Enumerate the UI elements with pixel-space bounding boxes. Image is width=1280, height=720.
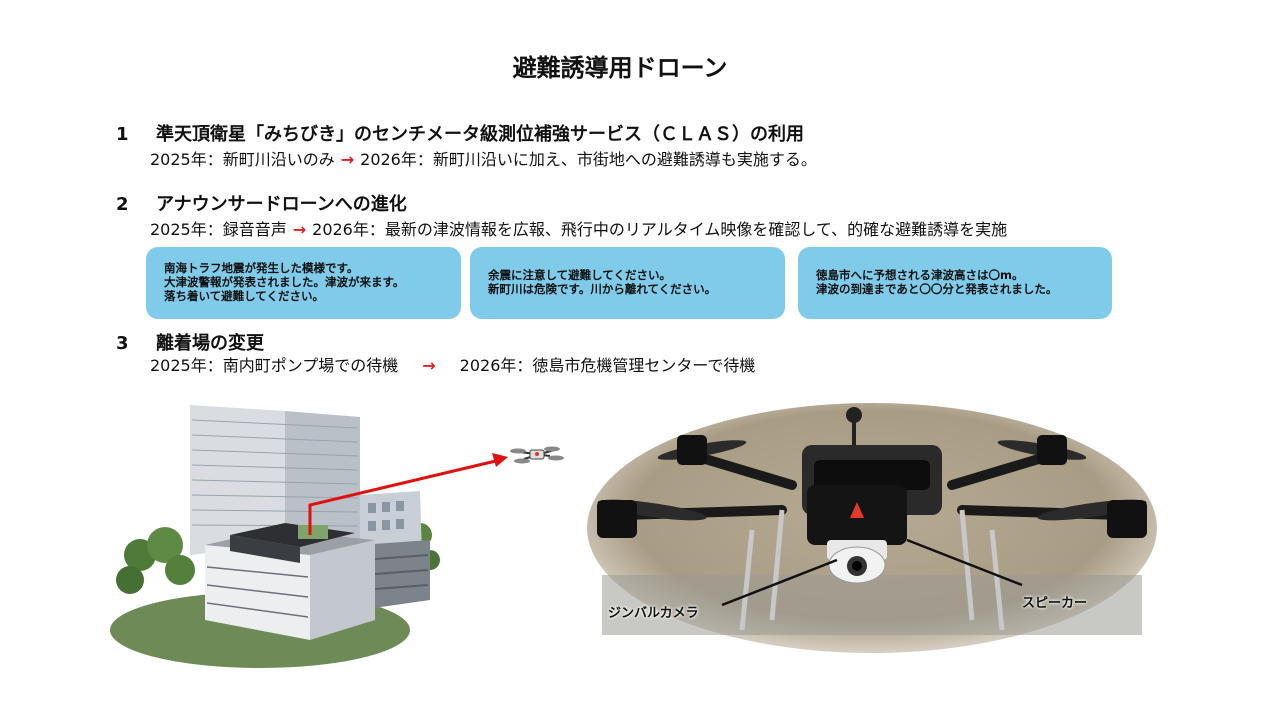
section-1-heading: 1 準天頂衛星「みちびき」のセンチメータ級測位補強サービス（ＣＬＡＳ）の利用	[116, 120, 804, 146]
section-3-body: 2025年：南内町ポンプ場での待機 → 2026年：徳島市危機管理センターで待機	[150, 352, 755, 376]
section-2-heading: 2 アナウンサードローンへの進化	[116, 190, 407, 216]
section-3-number: 3	[116, 333, 129, 354]
section-1-body: 2025年：新町川沿いのみ → 2026年：新町川沿いに加え、市街地への避難誘導も実…	[150, 146, 817, 170]
section-2-title: アナウンサードローンへの進化	[156, 194, 407, 215]
section-2-before: 2025年：録音音声	[150, 220, 287, 239]
announcement-3-line-2: 津波の到達まであと〇〇分と発表されました。	[816, 282, 1058, 296]
section-2-number: 2	[116, 194, 129, 215]
announcement-bubble-3: 徳島市へに予想される津波高さは〇m。 津波の到達まであと〇〇分と発表されました。	[798, 247, 1112, 319]
gimbal-camera-label: ジンバルカメラ	[608, 606, 699, 621]
announcement-bubble-2: 余震に注意して避難してください。 新町川は危険です。川から離れてください。	[470, 247, 785, 319]
announcement-3-line-1: 徳島市へに予想される津波高さは〇m。	[816, 268, 1024, 282]
announcement-2-line-2: 新町川は危険です。川から離れてください。	[488, 282, 717, 296]
section-3-after: 2026年：徳島市危機管理センターで待機	[459, 356, 756, 375]
section-1-number: 1	[116, 124, 129, 145]
section-1-title: 準天頂衛星「みちびき」のセンチメータ級測位補強サービス（ＣＬＡＳ）の利用	[156, 124, 804, 145]
announcement-1-line-3: 落ち着いて避難してください。	[164, 289, 324, 303]
section-1-after: 2026年：新町川沿いに加え、市街地への避難誘導も実施する。	[360, 150, 817, 169]
announcement-bubble-1: 南海トラフ地震が発生した模様です。 大津波警報が発表されました。津波が来ます。 …	[146, 247, 461, 319]
crisis-center-building-image	[110, 405, 564, 668]
section-3-title: 離着場の変更	[156, 333, 264, 354]
section-3-arrow: →	[422, 356, 436, 375]
announcement-1-line-1: 南海トラフ地震が発生した模様です。	[164, 261, 359, 275]
section-2-after: 2026年：最新の津波情報を広報、飛行中のリアルタイム映像を確認して、的確な避難…	[312, 220, 1008, 239]
section-2-arrow: →	[292, 220, 307, 239]
drone-photo	[587, 403, 1157, 653]
section-3-before: 2025年：南内町ポンプ場での待機	[150, 356, 399, 375]
section-3-heading: 3 離着場の変更	[116, 329, 264, 355]
small-drone-icon	[510, 446, 564, 464]
section-2-body: 2025年：録音音声 → 2026年：最新の津波情報を広報、飛行中のリアルタイム映像…	[150, 216, 1007, 240]
speaker-label: スピーカー	[1022, 596, 1088, 611]
announcement-2-line-1: 余震に注意して避難してください。	[488, 268, 671, 282]
section-1-arrow: →	[340, 150, 355, 169]
section-1-before: 2025年：新町川沿いのみ	[150, 150, 335, 169]
page-title: 避難誘導用ドローン	[512, 54, 728, 82]
announcement-1-line-2: 大津波警報が発表されました。津波が来ます。	[164, 275, 405, 289]
